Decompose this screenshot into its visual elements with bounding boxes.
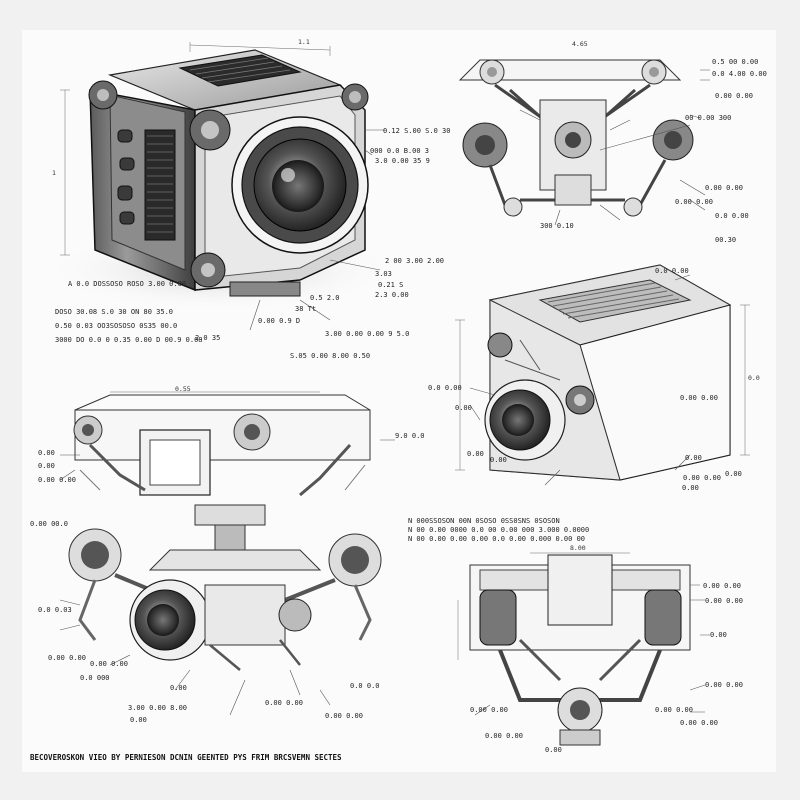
view1-dim-left: 1	[52, 169, 56, 177]
v1-label-3: 2 00 3.00 2.00	[385, 257, 444, 265]
v4-label-1: 0.00	[38, 449, 55, 457]
mid-note-2: N 00 0.00 0.00 0.00 0.0 0.00 0.000 0.00 …	[408, 535, 585, 543]
v1-label-2: 3.0 0.00 35 9	[375, 157, 430, 165]
view-4-front-frame	[59, 391, 395, 497]
v3-label-9: 0.00	[490, 456, 507, 464]
v2-label-6: 0.0 0.00	[715, 212, 749, 220]
v2-label-3: 00 0.00 300	[685, 114, 731, 122]
v4-label-3: 0.00 0.00	[38, 476, 76, 484]
v1-label-12: 3.00 0.00 0.00 9 5.0	[325, 330, 409, 338]
sheet-caption: BECOVEROSKON VIEO BY PERNIESON DCNIN GEE…	[30, 753, 342, 762]
v5-label-2: 0.00 0.00	[90, 660, 128, 668]
v3-label-1: 0.00	[455, 404, 472, 412]
view-3-housing-section	[455, 264, 750, 486]
view-2-top-frame	[458, 59, 710, 226]
annotation-layer: 1.1 1 0.12 S.00 S.0 30 000 0.0 B.00 3 3.…	[30, 38, 767, 762]
v2-label-1: 0.0 4.00 0.00	[712, 70, 767, 78]
v5-label-0: 0.0 0.03	[38, 606, 72, 614]
view2-dim-top: 4.65	[572, 40, 588, 48]
v6-label-1: 0.00 0.00	[705, 597, 743, 605]
v1-label-1: 000 0.0 B.00 3	[370, 147, 429, 155]
v5-label-5: 3.00 0.00 8.00	[128, 704, 187, 712]
v1-label-6: 2.3 0.00	[375, 291, 409, 299]
v3-label-4: 0.00 0.00	[680, 394, 718, 402]
v5-label-1: 0.00 0.00	[48, 654, 86, 662]
v1-note-3: 3000 DO 0.0 0 0.35 0.00 D 00.9 0.08	[55, 336, 203, 344]
mid-note-0: N 000SSOSON 00N 0SOSO 0SS0SNS 0SOSON	[408, 517, 560, 525]
v1-label-0: 0.12 S.00 S.0 30	[383, 127, 450, 135]
v1-label-11: 2.0 35	[195, 334, 220, 342]
v6-label-4: 0.00 0.00	[655, 706, 693, 714]
v6-label-3: 0.00 0.00	[705, 681, 743, 689]
v4-label-0: 9.0 0.0	[395, 432, 425, 440]
v6-label-5: 0.00 0.00	[680, 719, 718, 727]
v6-label-2: 0.00	[710, 631, 727, 639]
v1-label-7: 0.5 2.0	[310, 294, 340, 302]
v5-label-3: 0.0 000	[80, 674, 110, 682]
mid-note-1: N 00 0.00 0000 0.0 00 0.00 000 3.000 0.0…	[408, 526, 589, 534]
v1-label-5: 0.21 S	[378, 281, 403, 289]
v3-label-0: 0.0 0.00	[428, 384, 462, 392]
v6-label-8: 0.00	[545, 746, 562, 754]
v5-label-4: 0.00	[170, 684, 187, 692]
v1-note-1: DOSO 30.08 S.0 30 ON 80 35.0	[55, 308, 173, 316]
v3-label-3: 0.0 0.00	[655, 267, 689, 275]
v2-label-5: 0.00 0.00	[675, 198, 713, 206]
v2-label-4: 0.00 0.00	[705, 184, 743, 192]
view-6-bottom-frame	[457, 552, 710, 746]
v5-label-8: 0.0 0.0	[350, 682, 380, 690]
view-5-gimbal	[59, 504, 382, 716]
view6-dim-top: 8.00	[570, 544, 586, 552]
v1-label-9: 0.00 0.9 D	[258, 317, 300, 325]
view3-dim-right: 0.0	[748, 374, 760, 382]
v1-note-0: A 0.0 DOSSOSO ROSO 3.00 0.00	[68, 280, 186, 288]
view1-dim-top: 1.1	[298, 38, 310, 46]
view-1-isometric-camera	[50, 42, 390, 331]
view4-dim-top: 0.55	[175, 385, 191, 393]
v2-label-0: 0.5 00 0.00	[712, 58, 758, 66]
v2-label-7: 00.30	[715, 236, 736, 244]
v2-label-8: 300 0.10	[540, 222, 574, 230]
v6-label-0: 0.00 0.00	[703, 582, 741, 590]
v4-label-4: 0.00 00.0	[30, 520, 68, 528]
v6-label-6: 0.00 0.00	[470, 706, 508, 714]
v3-label-6: 0.00	[725, 470, 742, 478]
v2-label-2: 0.00 0.00	[715, 92, 753, 100]
v1-label-10: S.05 0.00 8.00 0.50	[290, 352, 370, 360]
v3-label-8: 0.00	[682, 484, 699, 492]
v3-label-2: 0.00	[467, 450, 484, 458]
v5-label-9: 0.00 0.00	[325, 712, 363, 720]
v3-label-5: 0.00	[685, 454, 702, 462]
v3-label-7: 0.00 0.00	[683, 474, 721, 482]
v4-label-2: 0.00	[38, 462, 55, 470]
v1-note-2: 0.50 0.03 OO3SOSOSO 0S35 00.0	[55, 322, 177, 330]
v5-label-6: 0.00	[130, 716, 147, 724]
v5-label-7: 0.00 0.00	[265, 699, 303, 707]
v1-label-4: 3.03	[375, 270, 392, 278]
v1-label-8: 38 Tt	[295, 305, 316, 313]
v6-label-7: 0.00 0.00	[485, 732, 523, 740]
